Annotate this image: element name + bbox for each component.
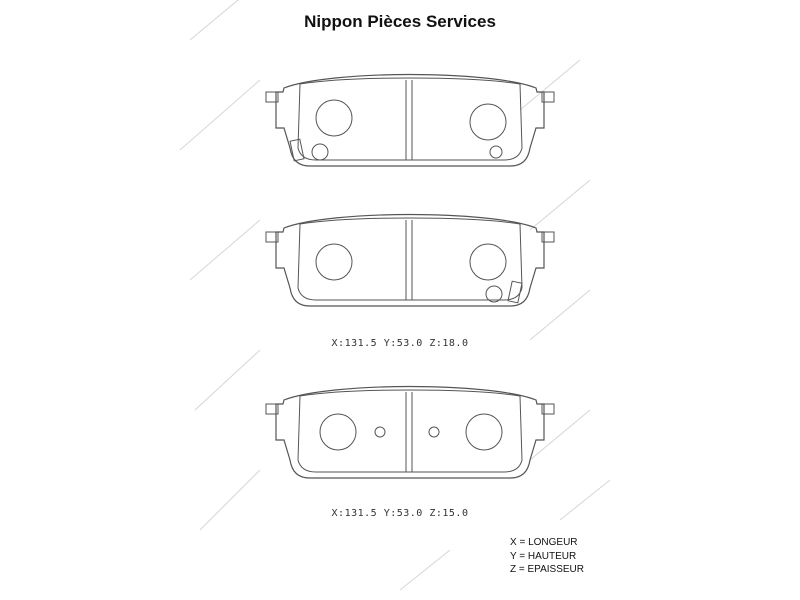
brake-pad-3 <box>265 385 555 479</box>
legend-x: X = LONGEUR <box>510 537 578 548</box>
pad-2-dimensions: X:131.5 Y:53.0 Z:18.0 <box>332 338 469 349</box>
brake-pad-2 <box>265 213 555 307</box>
page-title: Nippon Pièces Services <box>304 12 496 31</box>
brake-pad-1 <box>265 73 555 167</box>
legend-y: Y = HAUTEUR <box>510 550 577 562</box>
watermark-pattern <box>179 0 611 591</box>
legend-z: Z = EPAISSEUR <box>510 564 585 575</box>
pad-3-dimensions: X:131.5 Y:53.0 Z:15.0 <box>332 508 469 519</box>
dimension-legend: X = LONGEUR Y = HAUTEUR Z = EPAISSEUR <box>510 536 584 577</box>
